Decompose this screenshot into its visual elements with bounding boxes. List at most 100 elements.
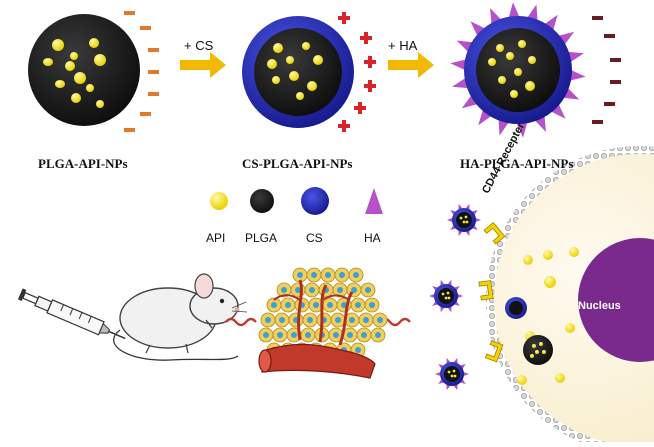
mouse-icon [114, 274, 247, 360]
api-dot [530, 354, 534, 358]
target-cell [429, 146, 654, 442]
api-dot [454, 375, 457, 378]
legend-label-api: API [206, 231, 225, 245]
api-dot [89, 38, 99, 48]
api-dot [448, 297, 451, 300]
tumor-cell-nucleus [339, 272, 345, 278]
negative-charge [604, 102, 615, 106]
api-dot [453, 370, 456, 373]
ha-nanoparticle [447, 204, 481, 236]
api-dot [289, 71, 299, 81]
tumor-cell-nucleus [347, 332, 353, 338]
api-dot [313, 55, 323, 65]
tumor-cell-nucleus [361, 332, 367, 338]
negative-charges [592, 16, 621, 124]
tumor-cell-nucleus [375, 332, 381, 338]
positive-charge [368, 56, 372, 68]
api-dot [70, 52, 78, 60]
api-dot [71, 93, 81, 103]
arrow-label-ha: + HA [388, 38, 417, 53]
api-dot [569, 247, 579, 257]
api-dot [442, 293, 445, 296]
negative-charge [592, 16, 603, 20]
tumor-cell-nucleus [305, 332, 311, 338]
plga-core [438, 288, 454, 304]
tumor-cell-nucleus [355, 302, 361, 308]
negative-charge [124, 128, 135, 132]
api-dot [535, 350, 539, 354]
api-dot [74, 72, 86, 84]
np-plga [28, 14, 140, 126]
negative-charge [148, 92, 159, 96]
tumor-cell-nucleus [313, 302, 319, 308]
api-dot [543, 250, 553, 260]
api-dot [55, 80, 65, 88]
api-dot [451, 375, 454, 378]
tumor-cell-nucleus [365, 287, 371, 293]
yellow-arrow-1 [180, 52, 226, 78]
tumor-cell-nucleus [355, 347, 361, 353]
api-dot [496, 44, 504, 52]
negative-charge [610, 80, 621, 84]
api-dot [544, 276, 556, 288]
legend-api-swatch [210, 192, 228, 210]
plga-core [28, 14, 140, 126]
api-dot [296, 92, 304, 100]
negative-charge [148, 70, 159, 74]
plga-core [254, 28, 342, 116]
legend-label-ha: HA [364, 231, 381, 245]
api-dot [460, 217, 463, 220]
tumor-cell-nucleus [263, 332, 269, 338]
api-dot [463, 221, 466, 224]
legend-cs-swatch [301, 187, 329, 215]
tumor-cell-nucleus [325, 272, 331, 278]
api-dot [525, 81, 535, 91]
api-dot [532, 344, 536, 348]
tumor-cell-nucleus [349, 317, 355, 323]
api-dot [528, 56, 536, 64]
api-dot [43, 58, 53, 66]
positive-charge [364, 32, 368, 44]
tumor-cell-nucleus [337, 287, 343, 293]
tumor-cell-nucleus [277, 332, 283, 338]
tumor-cell-nucleus [327, 302, 333, 308]
tumor-cell-nucleus [377, 317, 383, 323]
np-cs-plga [242, 16, 354, 128]
api-dot [518, 40, 526, 48]
negative-charge [140, 112, 151, 116]
positive-charge [368, 80, 372, 92]
api-dot [539, 342, 543, 346]
api-dot [466, 221, 469, 224]
api-dot [302, 42, 310, 50]
api-dot [498, 76, 506, 84]
tumor-cell-nucleus [333, 332, 339, 338]
api-dot [94, 54, 106, 66]
tumor-cell-nucleus [307, 317, 313, 323]
negative-charge [124, 11, 135, 15]
positive-charge [342, 12, 346, 24]
label-ha-plga-api-nps: HA-PLGA-API-NPs [460, 156, 573, 172]
api-dot [267, 59, 277, 69]
label-plga-api-nps: PLGA-API-NPs [38, 156, 128, 172]
legend-label-plga: PLGA [245, 231, 277, 245]
api-dot [506, 52, 514, 60]
api-dot [517, 375, 527, 385]
tumor-cell-nucleus [271, 302, 277, 308]
positive-charge [358, 102, 362, 114]
nucleus-label: Nucleus [578, 300, 621, 312]
ha-nanoparticle [429, 280, 463, 312]
api-dot [523, 255, 533, 265]
yellow-arrow-2 [388, 52, 434, 78]
api-dot [272, 76, 280, 84]
tumor-cell-nucleus [311, 272, 317, 278]
tumor-cell-nucleus [335, 317, 341, 323]
plga-core [456, 212, 472, 228]
negative-charge [610, 58, 621, 62]
api-dot [514, 68, 522, 76]
negative-charge [148, 48, 159, 52]
tumor-cell-nucleus [363, 317, 369, 323]
arrow-label-cs: + CS [184, 38, 213, 53]
tumor-cell-nucleus [309, 287, 315, 293]
label-cs-plga-api-nps: CS-PLGA-API-NPs [242, 156, 353, 172]
